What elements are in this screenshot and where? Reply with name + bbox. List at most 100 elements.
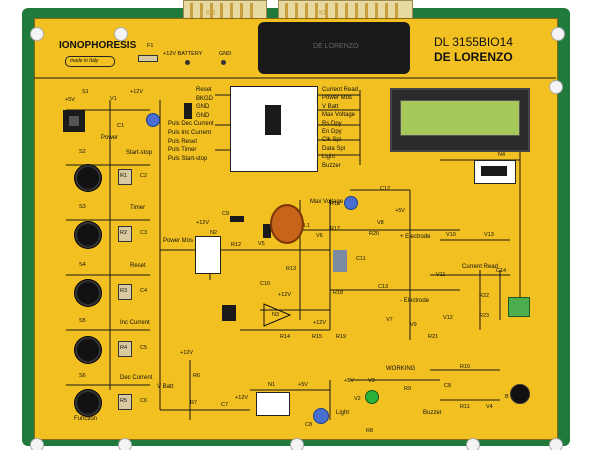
- label-s3: S3: [79, 204, 86, 210]
- inductor-l1: [270, 204, 304, 244]
- label-c6: C6: [140, 398, 148, 404]
- resistor: [118, 341, 132, 357]
- label-r15: R15: [312, 334, 323, 340]
- working-led: [365, 390, 379, 404]
- label-r20: R20: [369, 231, 380, 237]
- fuse: [138, 55, 158, 62]
- mcu-footprint: [230, 86, 318, 172]
- label-c13: C13: [378, 284, 389, 290]
- label-working: WORKING: [386, 366, 416, 372]
- label-v10: V10: [446, 232, 456, 238]
- label-r6: R6: [193, 373, 201, 379]
- label-r19: R19: [336, 334, 347, 340]
- label-v3: V3: [368, 378, 375, 384]
- label-plus12v: +12V: [196, 220, 209, 226]
- mcu-chip: [265, 105, 281, 135]
- resistor: [118, 394, 132, 410]
- label-c5: C5: [140, 345, 148, 351]
- label-dec-current: Dec Current: [120, 375, 153, 381]
- start-stop-button[interactable]: [75, 165, 101, 191]
- electrode-terminal-block[interactable]: [508, 297, 530, 317]
- label-v9: V9: [410, 322, 417, 328]
- label-r7: R7: [190, 400, 198, 406]
- potentiometer-max-voltage[interactable]: [344, 196, 358, 210]
- mount-hole: [114, 27, 128, 41]
- label-r14: R14: [280, 334, 291, 340]
- label-r10: R10: [460, 364, 471, 370]
- label-c14: C14: [496, 268, 507, 274]
- lcd-screen: [400, 100, 520, 136]
- gnd-socket[interactable]: [221, 60, 226, 65]
- fuse-label: F1: [147, 43, 154, 49]
- label-r5: R5: [120, 398, 128, 404]
- label-r11: R11: [460, 404, 470, 410]
- label-r3: R3: [120, 288, 128, 294]
- battery-socket[interactable]: [185, 60, 190, 65]
- ic-n4: [481, 166, 507, 176]
- power-switch-housing: [63, 110, 85, 132]
- resistor: [118, 284, 132, 300]
- label-n1: N1: [268, 382, 276, 388]
- timer-button[interactable]: [75, 222, 101, 248]
- label-r2: R2: [120, 230, 128, 236]
- mcu-right-pin-label: Light: [322, 154, 336, 161]
- label-plus12v: +12V: [180, 350, 193, 356]
- label-timer: Timer: [130, 205, 146, 211]
- potentiometer-c8[interactable]: [313, 408, 329, 424]
- label-n4: N4: [498, 152, 506, 158]
- mcu-right-pin-label: Current Read: [322, 87, 359, 93]
- label-c7: C7: [221, 402, 229, 408]
- label-plus12v: +12V: [278, 292, 291, 298]
- label-plus5v: +5V: [344, 378, 354, 384]
- mount-hole: [30, 27, 44, 41]
- jumper-header: [184, 103, 192, 119]
- label-r23: R23: [479, 313, 490, 319]
- mcu-right-pin-label: Data Spi: [322, 145, 346, 152]
- mount-hole: [549, 438, 563, 450]
- ic-dip8: [222, 305, 236, 321]
- mount-hole: [551, 27, 565, 41]
- label-n2: N2: [210, 230, 218, 236]
- power-switch[interactable]: [69, 116, 79, 126]
- mcu-right-pin-label: Clk Spi: [322, 137, 342, 144]
- mount-hole: [466, 438, 480, 450]
- label-b: B: [505, 394, 509, 400]
- label-power-mos: Power Mos: [163, 238, 194, 244]
- label-r18: R18: [333, 290, 344, 296]
- label-r12: R12: [231, 242, 242, 248]
- label-n3: N3: [272, 312, 280, 318]
- board-title: IONOPHORESIS: [59, 40, 137, 51]
- label-minus-electrode: - Electrode: [400, 298, 430, 304]
- edge-label-right: KB: [319, 10, 329, 17]
- label-inc-current: Inc Current: [120, 320, 150, 326]
- label-r13: R13: [286, 266, 297, 272]
- battery-label: +12V BATTERY: [163, 51, 203, 57]
- mcu-right-pin-label: Rs Dpy: [322, 120, 342, 127]
- mcu-left-pin-label: Puls Dec Current: [168, 121, 214, 128]
- reset-button[interactable]: [75, 280, 101, 306]
- mcu-right-pin-label: V Batt: [322, 103, 339, 110]
- label-s5: S5: [79, 318, 86, 324]
- mcu-left-pin-label: Reset: [196, 87, 212, 93]
- potentiometer[interactable]: [146, 113, 160, 127]
- label-v6: V6: [316, 233, 323, 239]
- label-r4: R4: [120, 345, 128, 351]
- dec-current-button[interactable]: [75, 390, 101, 416]
- mcu-right-pin-label: En Dpy: [322, 129, 342, 135]
- opamp-n3: [263, 303, 292, 327]
- inc-current-button[interactable]: [75, 337, 101, 363]
- label-v1: V1: [110, 96, 117, 102]
- mount-hole: [118, 438, 132, 450]
- label-c10: C10: [260, 281, 271, 287]
- mcu-left-pin-label: BKGD: [196, 95, 214, 102]
- label-r9: R9: [404, 386, 412, 392]
- mount-hole: [30, 438, 44, 450]
- label-c4: C4: [140, 288, 148, 294]
- mcu-left-pin-label: Puls Inc Current: [168, 130, 212, 136]
- mcu-right-pin-label: Max Voltage: [322, 112, 356, 119]
- label-light: Light: [336, 410, 350, 416]
- capacitor-c9: [230, 216, 244, 222]
- battery-connector: DE LORENZO: [258, 22, 410, 74]
- label-r17: R17: [330, 226, 341, 232]
